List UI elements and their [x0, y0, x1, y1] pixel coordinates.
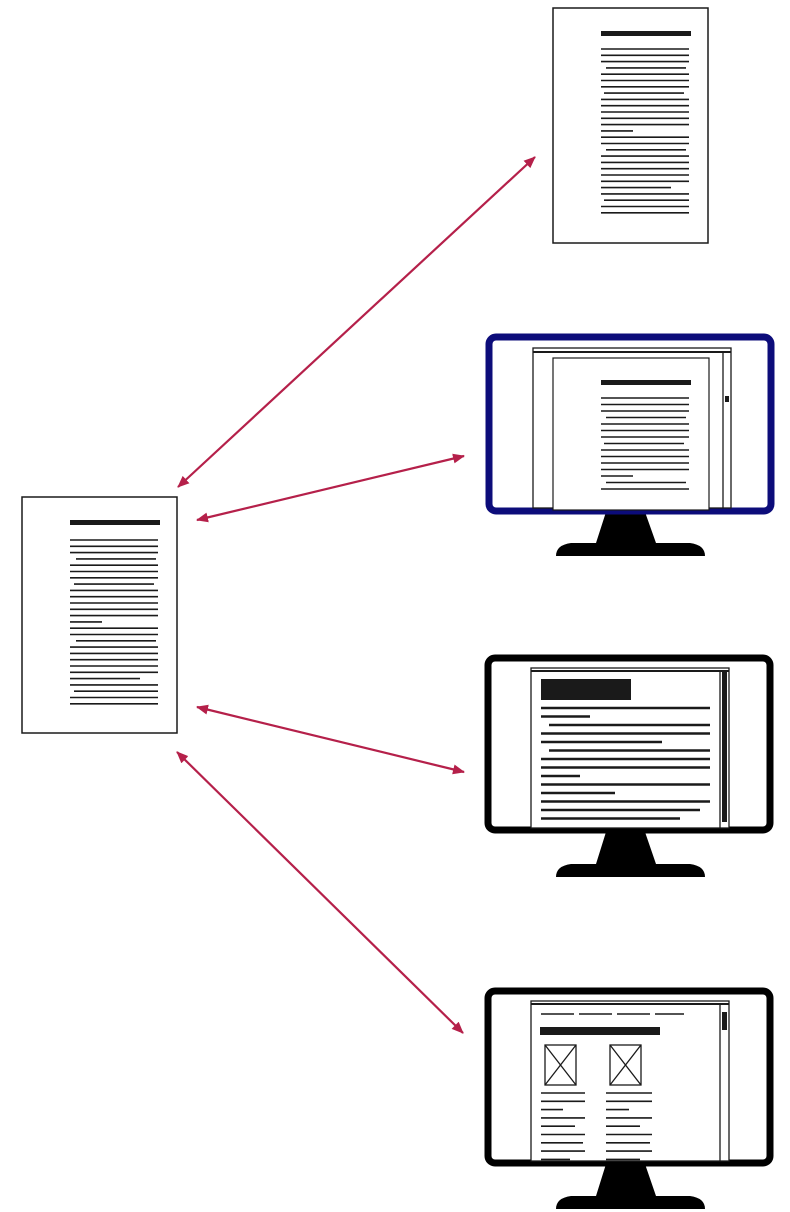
connector-arrow-monitor-page-view	[196, 453, 465, 523]
connector-arrow-monitor-reflow-view	[196, 704, 465, 775]
image-placeholder-icon	[609, 1044, 642, 1086]
printed-page-icon	[552, 7, 709, 244]
connector-group	[176, 156, 536, 1034]
monitor-page-view-icon	[485, 333, 775, 556]
connector-arrow-monitor-web-layout	[176, 751, 464, 1034]
source-document-icon	[21, 496, 178, 734]
monitor-reflow-view-icon	[484, 654, 774, 877]
connector-arrow-printed-page	[177, 156, 536, 488]
monitor-web-layout-icon	[484, 987, 774, 1209]
image-placeholder-icon	[544, 1044, 577, 1086]
